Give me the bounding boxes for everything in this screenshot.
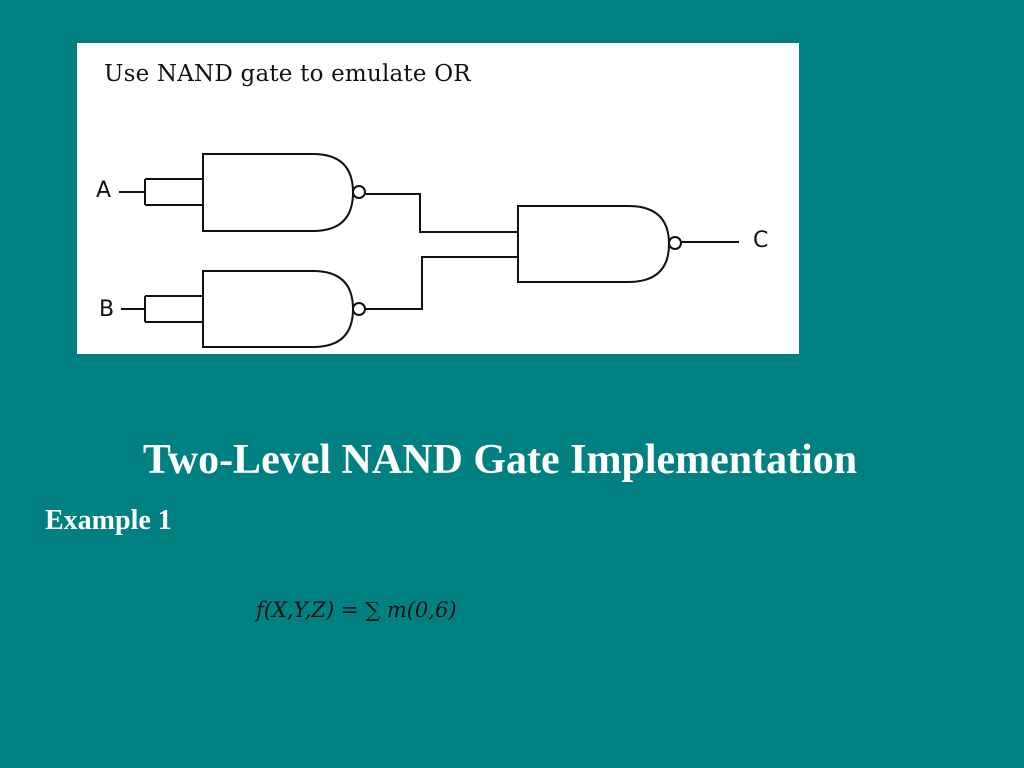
nand-gate-3 xyxy=(517,205,671,283)
nand-gate-1 xyxy=(202,153,355,232)
diagram-caption: Use NAND gate to emulate OR xyxy=(104,61,471,87)
wire-g1-to-g3 xyxy=(365,193,518,233)
circuit-drawing xyxy=(119,153,739,348)
output-label-c: C xyxy=(753,228,769,253)
boolean-function-formula: f(X,Y,Z) = ∑ m(0,6) xyxy=(256,598,457,622)
input-label-b: B xyxy=(99,297,115,322)
slide-title: Two-Level NAND Gate Implementation xyxy=(142,437,858,483)
example-label: Example 1 xyxy=(45,505,172,536)
wire-g2-to-g3 xyxy=(365,256,518,310)
inversion-bubble-3 xyxy=(668,236,682,250)
inversion-bubble-2 xyxy=(352,302,366,316)
inversion-bubble-1 xyxy=(352,185,366,199)
nand-gate-2 xyxy=(202,270,355,348)
input-label-a: A xyxy=(96,178,112,203)
nand-or-diagram: Use NAND gate to emulate OR A B C xyxy=(77,43,799,354)
